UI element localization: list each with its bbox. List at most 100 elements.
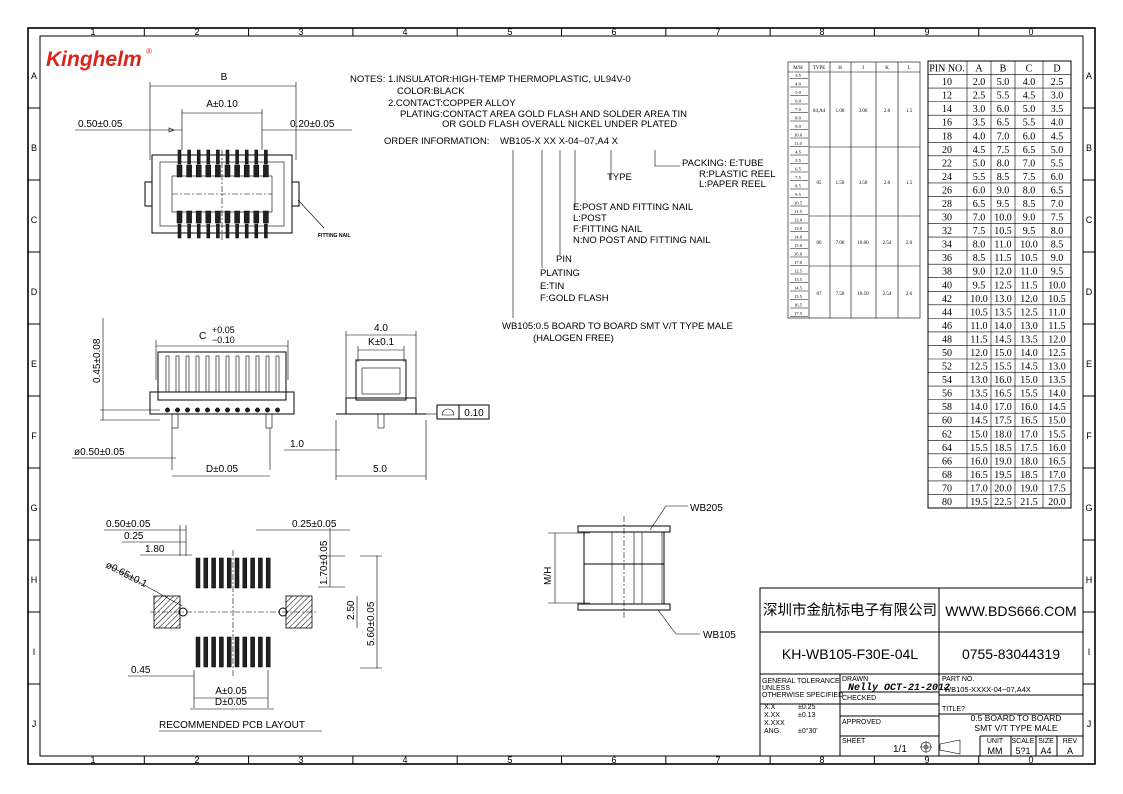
pin-cell: 19.0 [994, 456, 1012, 467]
dim-pcb-045: 0.45 [131, 665, 151, 676]
pin-cell: 7.0 [973, 213, 986, 224]
mh-value: 10.5 [794, 201, 803, 206]
pin-cell: 9.0 [997, 185, 1010, 196]
pin-cell: 9.5 [1023, 226, 1036, 237]
pin-cell: 3.5 [973, 118, 986, 129]
pin-cell: 11.5 [994, 253, 1011, 264]
pin-cell: 6.0 [1051, 172, 1064, 183]
pin-cell: 19.0 [1020, 483, 1038, 494]
order-pin: PIN [556, 254, 572, 265]
contact-pin [175, 355, 180, 393]
order-plating-e: E:TIN [540, 281, 564, 292]
pin-cell: 12.5 [970, 362, 988, 373]
pin-cell: 8.0 [1023, 185, 1036, 196]
title-label: TITLE? [942, 706, 965, 713]
size-value: A4 [1040, 746, 1051, 756]
row-label: H [31, 575, 38, 585]
pcb-pad [265, 557, 271, 589]
pin-cell: 18.5 [994, 443, 1012, 454]
pcb-pad [242, 636, 248, 668]
dim-pcb-170: 1.70±0.05 [319, 540, 330, 585]
pin-cell: 10.5 [994, 226, 1012, 237]
pcb-pad [211, 636, 216, 668]
order-post-n: N:NO POST AND FITTING NAIL [573, 235, 711, 246]
mh-value: 8.0 [795, 116, 801, 121]
pin-cell: 16.0 [994, 375, 1012, 386]
pin-cell: 15.5 [994, 362, 1012, 373]
pin-cell: 9.5 [997, 199, 1010, 210]
pin-cell: 28 [942, 199, 952, 210]
mh-group-value: 2.6 [906, 292, 913, 297]
mh-group-value: 05 [817, 181, 823, 186]
mh-group-value: 06 [817, 241, 823, 246]
pin-cell: 22 [942, 158, 952, 169]
pin-cell: 11.0 [994, 240, 1011, 251]
order-desc2: (HALOGEN FREE) [533, 333, 614, 344]
pcb-pad [195, 557, 201, 589]
pin-cell: 4.5 [1023, 91, 1036, 102]
mh-value: 16.5 [794, 303, 803, 308]
pin-cell: 2.0 [973, 77, 986, 88]
dim-C-dn: −0.10 [212, 335, 235, 345]
pin-header: C [1026, 64, 1033, 75]
pin-cell: 13.0 [994, 294, 1012, 305]
kinghelm-logo: Kinghelm ® [46, 47, 152, 71]
row-label: F [31, 431, 37, 441]
pin-cell: 5.5 [997, 91, 1010, 102]
contact-tail [165, 407, 170, 413]
pin-cell: 18.0 [1020, 456, 1038, 467]
pin-cell: 50 [942, 348, 952, 359]
mh-header: M/H [793, 66, 803, 71]
mh-group-value: 07 [817, 292, 823, 297]
pin-cell: 14.5 [970, 416, 988, 427]
mh-value: 8.5 [795, 184, 801, 189]
logo-text: Kinghelm [46, 48, 142, 71]
mh-value: 16.0 [794, 252, 803, 257]
pin-cell: 54 [942, 375, 952, 386]
pin-cell: 26 [942, 185, 952, 196]
col-label: 9 [924, 27, 929, 37]
sheet-value: 1/1 [893, 744, 907, 755]
pin-cell: 17.5 [994, 416, 1012, 427]
mh-group-value: 1.5 [906, 181, 913, 186]
contact-pin [205, 210, 212, 224]
pin-cell: 70 [942, 483, 952, 494]
mh-group-value: 2.6 [884, 109, 891, 114]
mh-header: TYPE [813, 66, 826, 71]
dim-pcb-A: A±0.05 [215, 686, 247, 697]
pin-cell: 4.5 [1051, 131, 1064, 142]
order-post-f: F:FITTING NAIL [573, 224, 642, 235]
pin-cell: 11.5 [970, 334, 987, 345]
pin-cell: 10 [942, 77, 952, 88]
pin-cell: 16.5 [1020, 416, 1038, 427]
contact-pin [206, 223, 211, 239]
pin-cell: 6.5 [1023, 145, 1036, 156]
pcb-pad [219, 557, 224, 589]
contact-pin [235, 223, 239, 239]
pin-header: PIN NO. [929, 64, 965, 75]
mh-value: 5.0 [795, 90, 801, 95]
contact-tail [245, 407, 250, 413]
pin-cell: 4.0 [1051, 118, 1064, 129]
pin-cell: 5.0 [997, 77, 1010, 88]
pcb-pad [211, 557, 216, 589]
pin-cell: 60 [942, 416, 952, 427]
dim-A: A±0.10 [206, 99, 238, 110]
col-label: 5 [507, 755, 512, 765]
mh-header: J [862, 66, 864, 71]
contact-pin [215, 210, 221, 224]
rev-value: A [1067, 746, 1073, 756]
contact-tail [185, 407, 190, 413]
col-label: 9 [924, 755, 929, 765]
mh-value: 15.5 [794, 294, 803, 299]
contact-pin [275, 355, 280, 393]
pin-cell: 15.5 [1048, 429, 1066, 440]
dim-front-dia: ø0.50±0.05 [74, 447, 125, 458]
pin-cell: 9.0 [1023, 213, 1036, 224]
contact-pin [195, 164, 202, 178]
pin-cell: 40 [942, 280, 952, 291]
pin-cell: 13.0 [1048, 362, 1066, 373]
checked-label: CHECKED [842, 695, 876, 702]
pin-cell: 20.0 [1048, 497, 1066, 508]
